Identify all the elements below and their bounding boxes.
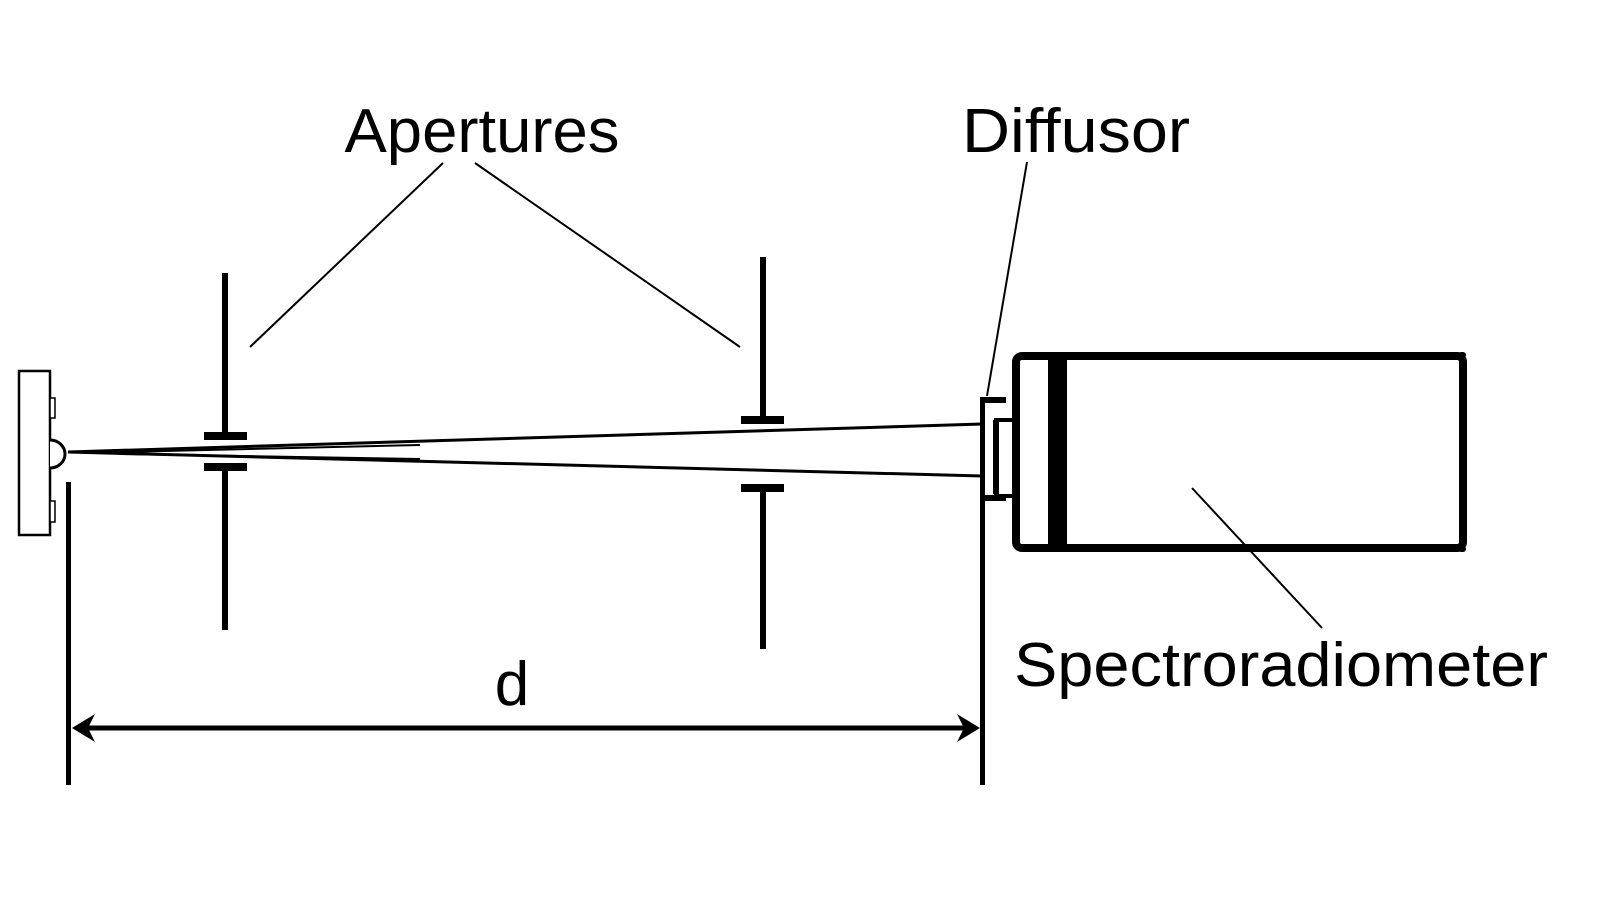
pointer-diffusor: [986, 161, 1028, 397]
pointer-spectroradiometer: [1191, 487, 1323, 629]
spectroradiometer-body: [1012, 352, 1467, 552]
spectroradiometer: [1012, 352, 1467, 552]
aperture-2-upper-blade: [760, 257, 766, 419]
diffusor-plate: [980, 397, 985, 785]
led-dome-icon: [49, 438, 67, 470]
light-source-housing: [17, 369, 52, 537]
aperture-2-lower-blade: [760, 488, 766, 649]
arrowhead-right-icon: [957, 714, 980, 742]
aperture-1-upper-blade: [222, 273, 228, 433]
spectroradiometer-band-cap-bottom: [1049, 546, 1067, 552]
aperture-1-upper-plate: [204, 432, 247, 440]
aperture-1-lower-blade: [222, 470, 228, 630]
light-source-pin-top: [49, 397, 56, 419]
dimension-extension-left: [66, 482, 71, 785]
label-distance-d: d: [495, 650, 529, 719]
label-apertures: Apertures: [345, 97, 620, 166]
pointer-aperture-2: [474, 162, 741, 348]
spectroradiometer-rear-ring: [1459, 357, 1463, 547]
label-diffusor: Diffusor: [962, 97, 1190, 166]
label-spectroradiometer: Spectroradiometer: [1014, 631, 1548, 700]
beam-upper-edge: [67, 422, 983, 454]
label-pointers: [249, 161, 1323, 629]
light-source: [17, 369, 67, 537]
beam-inner-upper: [119, 444, 421, 453]
aperture-1: [204, 273, 247, 630]
beam-inner-lower: [119, 453, 421, 460]
aperture-2-upper-plate: [741, 416, 784, 424]
pointer-aperture-1: [249, 162, 444, 348]
distance-dimension: [66, 482, 980, 785]
spectroradiometer-rear-cap-top: [1458, 352, 1466, 358]
arrowhead-left-icon: [72, 714, 95, 742]
light-source-pin-bottom: [49, 500, 56, 523]
spectroradiometer-band-cap-top: [1049, 352, 1067, 358]
spectroradiometer-band-thick: [1049, 358, 1067, 546]
diffusor: [980, 397, 1018, 785]
diffusor-bracket-top: [982, 397, 1006, 403]
light-beam: [67, 422, 983, 478]
aperture-1-lower-plate: [204, 463, 247, 471]
spectroradiometer-rear-cap-bottom: [1458, 546, 1466, 552]
aperture-2: [741, 257, 784, 649]
